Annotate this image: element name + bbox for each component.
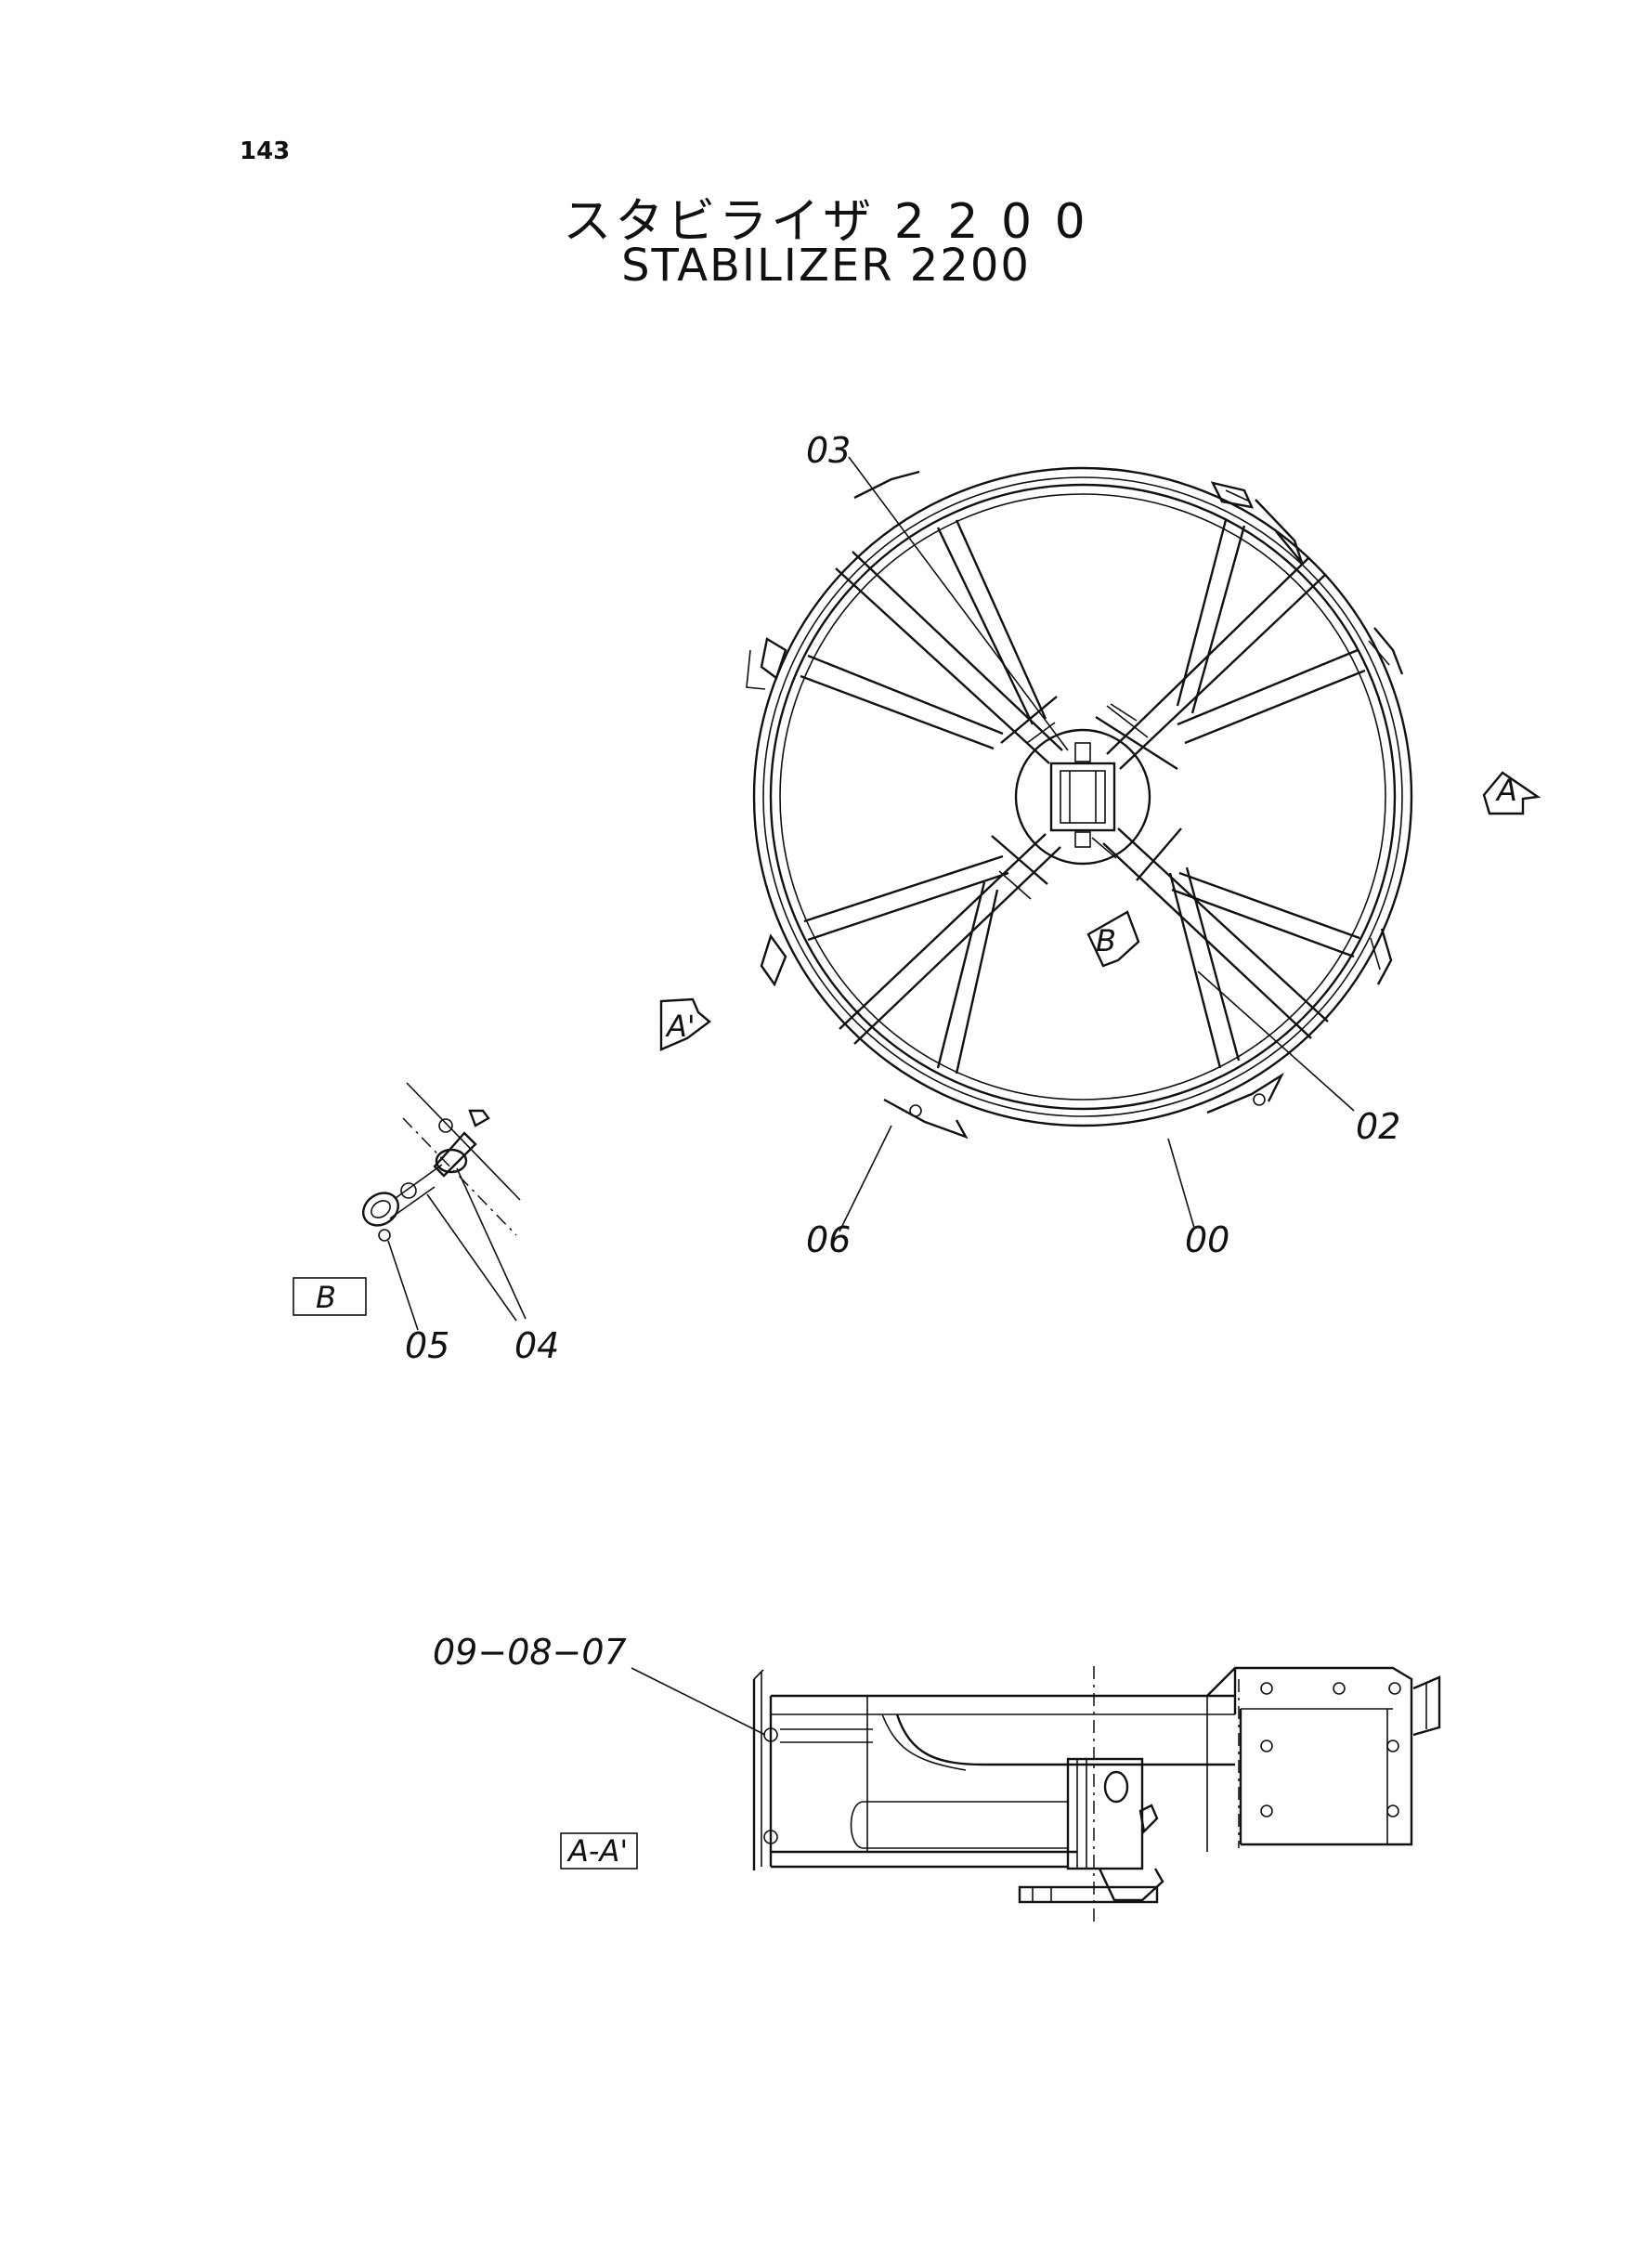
leader-06: [839, 1125, 892, 1232]
label-06: 06: [806, 1219, 851, 1260]
section-a-a-view: [631, 1666, 1441, 1924]
label-02: 02: [1356, 1106, 1400, 1147]
ring-clamps: [746, 470, 1404, 1140]
title-english: STABILIZER 2200: [621, 240, 1031, 292]
title-japanese: スタビライザ 2 2 0 0: [563, 194, 1089, 250]
svg-text:B: B: [316, 1280, 336, 1315]
label-03: 03: [806, 430, 851, 471]
inner-ring: [769, 483, 1397, 1111]
radial-spokes: [800, 519, 1366, 1075]
central-hub: [991, 696, 1182, 900]
label-04: 04: [514, 1325, 559, 1366]
leader-b-hub: [1091, 837, 1117, 859]
page-number: 143: [240, 137, 291, 165]
cross-beams: [835, 551, 1329, 1045]
leader-09-08-07: [631, 1667, 766, 1736]
leader-02: [1197, 971, 1355, 1112]
svg-text:A': A': [665, 1009, 696, 1044]
outer-ring: [752, 466, 1413, 1127]
stabilizer-ring-assembly: [746, 456, 1413, 1232]
detail-b-shackle: [362, 1082, 527, 1331]
svg-text:A: A: [1495, 773, 1517, 808]
view-marker-a-prime: A': [659, 997, 711, 1051]
section-a-a-box: A-A': [560, 1832, 638, 1870]
outer-ring-inner-edge: [762, 476, 1403, 1117]
inner-ring-inner-edge: [779, 493, 1386, 1101]
leader-03: [848, 456, 1069, 751]
detail-b-box: B: [293, 1277, 367, 1316]
label-09-08-07: 09−08−07: [433, 1632, 627, 1673]
label-00: 00: [1185, 1219, 1229, 1260]
view-marker-a: A: [1482, 771, 1541, 815]
svg-text:B: B: [1096, 923, 1116, 958]
label-05: 05: [405, 1325, 449, 1366]
svg-text:A-A': A-A': [566, 1833, 628, 1869]
view-marker-b: B: [1086, 910, 1140, 968]
leader-00: [1167, 1138, 1195, 1229]
